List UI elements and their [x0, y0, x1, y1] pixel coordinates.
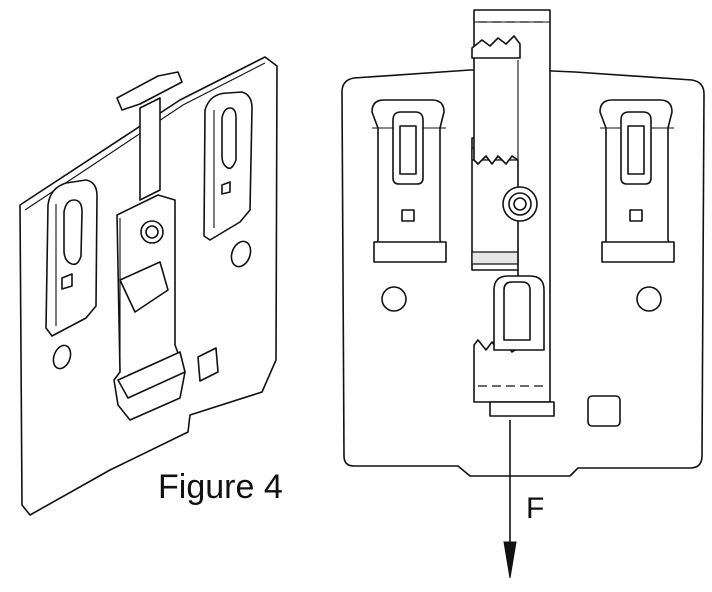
iso-upper-spring-clip — [203, 91, 253, 241]
iso-hole-right — [230, 240, 252, 268]
isometric-view — [19, 56, 278, 516]
iso-plate-edge — [24, 62, 266, 211]
front-view — [341, 9, 705, 477]
front-center-lower-clip — [493, 275, 545, 351]
front-hole-right — [636, 286, 662, 312]
iso-lower-spring-clip — [45, 179, 98, 337]
iso-screw — [140, 220, 164, 244]
front-hole-left — [381, 286, 407, 312]
front-right-spring-clip — [599, 99, 675, 263]
force-arrow-icon — [503, 420, 517, 579]
iso-square-window — [197, 347, 219, 382]
figure-label: Figure 4 — [158, 468, 283, 506]
iso-central-latch — [113, 71, 186, 421]
front-square-window — [587, 395, 621, 427]
force-label: F — [526, 492, 544, 525]
front-screw — [502, 186, 538, 222]
iso-hole-left — [52, 344, 72, 370]
front-left-spring-clip — [371, 99, 447, 263]
